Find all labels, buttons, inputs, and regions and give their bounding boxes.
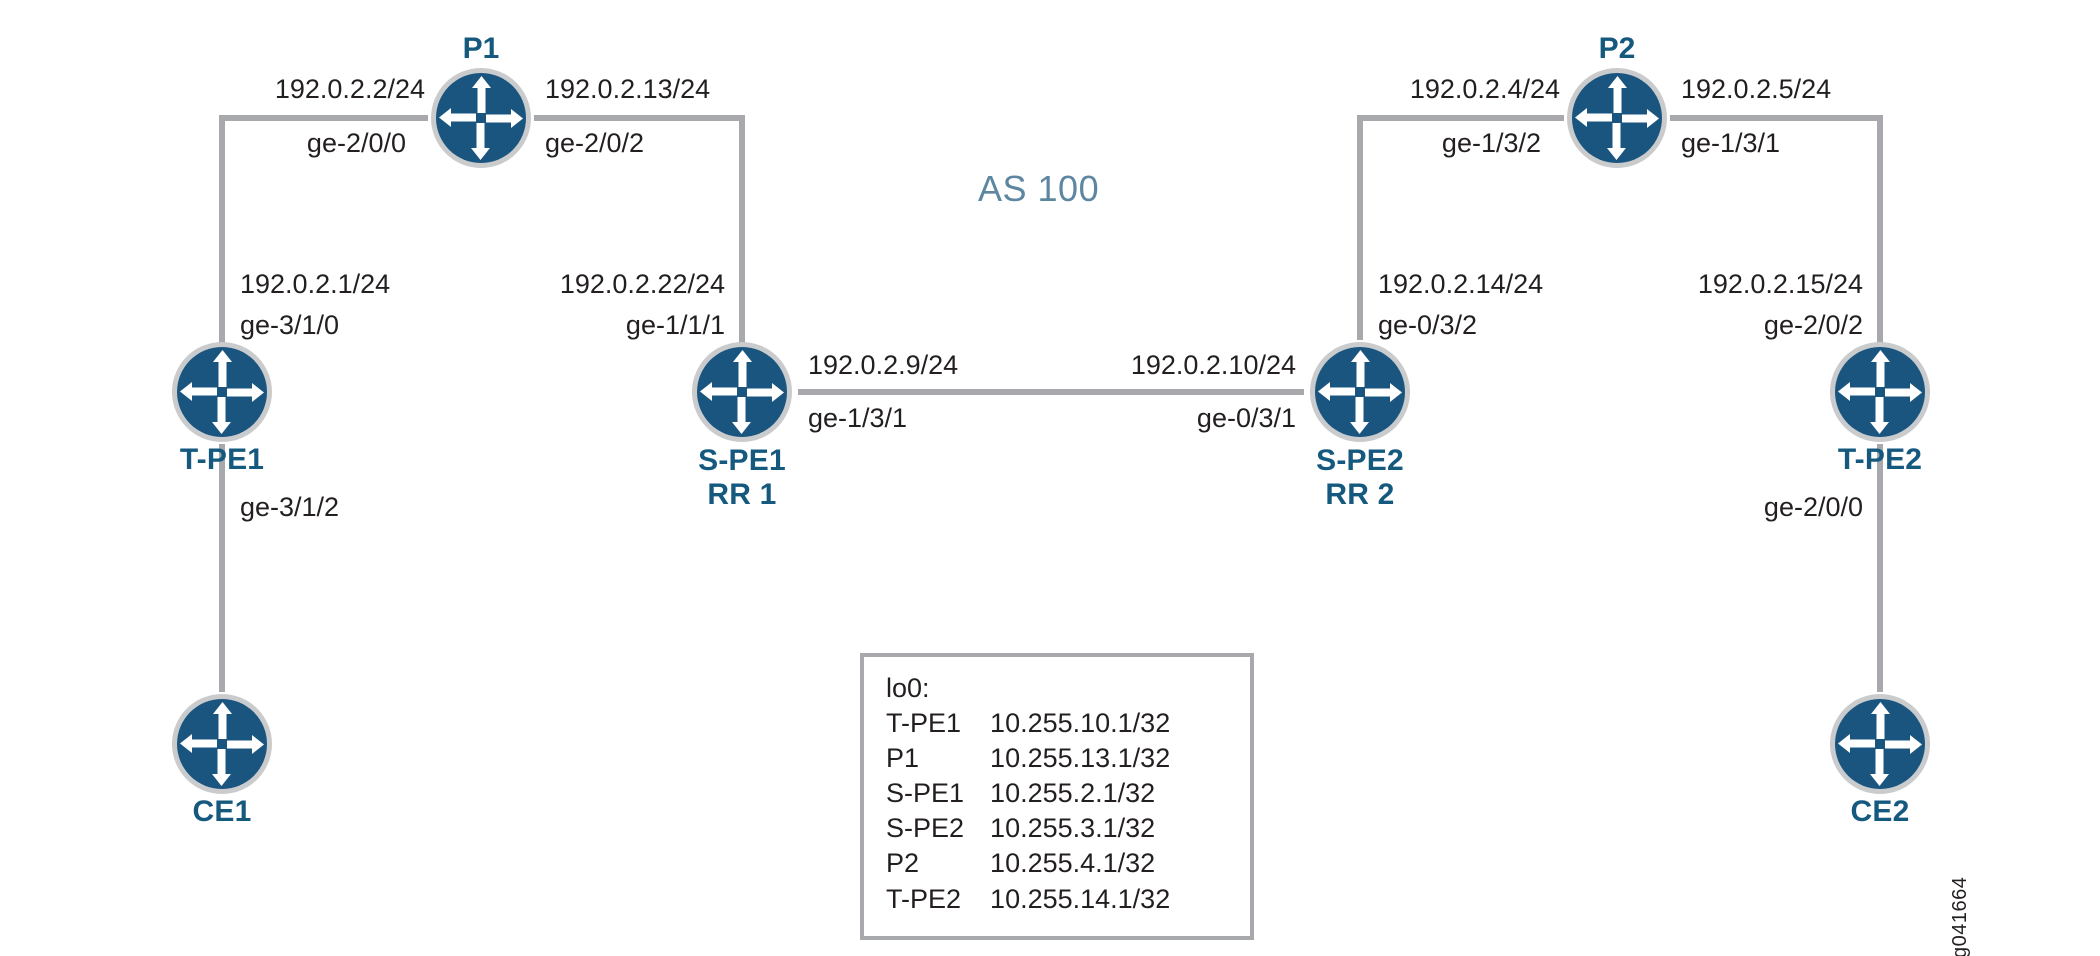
legend-row: T-PE2 10.255.14.1/32 bbox=[886, 882, 1170, 917]
iface-tpe2-down-port: ge-2/0/0 bbox=[1763, 492, 1863, 522]
figure-id-watermark: g041664 bbox=[1949, 876, 1971, 956]
legend-device-name: S-PE1 bbox=[886, 778, 965, 809]
iface-spe2-up-address: 192.0.2.14/24 bbox=[1378, 269, 1544, 299]
legend-loopback-address: 10.255.4.1/32 bbox=[990, 848, 1156, 879]
iface-tpe1-up-address: 192.0.2.1/24 bbox=[240, 269, 391, 299]
iface-spe2-up-port: ge-0/3/2 bbox=[1378, 310, 1478, 340]
node-p1[interactable]: P1 bbox=[429, 32, 533, 170]
iface-spe2-left-port: ge-0/3/1 bbox=[1196, 403, 1296, 433]
loopback-legend: lo0: T-PE1 10.255.10.1/32 P1 10.255.13.1… bbox=[860, 653, 1254, 940]
router-icon bbox=[1830, 342, 1930, 442]
legend-table: T-PE1 10.255.10.1/32 P1 10.255.13.1/32 S… bbox=[886, 706, 1170, 917]
legend-device-name: S-PE2 bbox=[886, 813, 965, 844]
legend-row: T-PE1 10.255.10.1/32 bbox=[886, 706, 1170, 741]
legend-loopback-address: 10.255.3.1/32 bbox=[990, 813, 1156, 844]
as-label: AS 100 bbox=[978, 168, 1100, 209]
router-icon bbox=[431, 68, 531, 168]
legend-row: P1 10.255.13.1/32 bbox=[886, 741, 1170, 776]
iface-tpe2-up-port: ge-2/0/2 bbox=[1763, 310, 1863, 340]
iface-spe2-left-address: 192.0.2.10/24 bbox=[1130, 350, 1296, 380]
legend-loopback-address: 10.255.13.1/32 bbox=[990, 743, 1171, 774]
iface-tpe1-down-port: ge-3/1/2 bbox=[240, 492, 340, 522]
iface-spe1-right-port: ge-1/3/1 bbox=[808, 403, 908, 433]
legend-device-name: P2 bbox=[886, 848, 920, 879]
router-icon bbox=[1830, 694, 1930, 794]
legend-row: P2 10.255.4.1/32 bbox=[886, 846, 1170, 881]
legend-table-body: T-PE1 10.255.10.1/32 P1 10.255.13.1/32 S… bbox=[886, 706, 1170, 917]
node-label-spe1: S-PE1 bbox=[698, 444, 786, 477]
router-icon bbox=[1567, 68, 1667, 168]
iface-p1-left-port: ge-2/0/0 bbox=[306, 128, 406, 158]
node-label-p1: P1 bbox=[462, 32, 500, 65]
node-tpe1[interactable]: T-PE1 bbox=[170, 340, 274, 476]
node-label-ce2: CE2 bbox=[1850, 795, 1910, 828]
node-tpe2[interactable]: T-PE2 bbox=[1828, 340, 1932, 476]
node-sublabel-spe1: RR 1 bbox=[707, 477, 777, 511]
router-icon bbox=[692, 342, 792, 442]
iface-p2-right-port: ge-1/3/1 bbox=[1681, 128, 1781, 158]
node-label-spe1-group: S-PE1 RR 1 bbox=[698, 444, 786, 511]
iface-p1-left-address: 192.0.2.2/24 bbox=[274, 74, 425, 104]
legend-loopback-address: 10.255.14.1/32 bbox=[990, 883, 1171, 914]
link-p1-spe1 bbox=[534, 115, 745, 392]
node-label-tpe2: T-PE2 bbox=[1837, 443, 1923, 476]
iface-tpe2-up-address: 192.0.2.15/24 bbox=[1697, 269, 1863, 299]
node-sublabel-spe2: RR 2 bbox=[1325, 477, 1395, 511]
iface-p1-right-address: 192.0.2.13/24 bbox=[545, 74, 711, 104]
node-label-p2: P2 bbox=[1598, 32, 1636, 65]
iface-spe1-up-address: 192.0.2.22/24 bbox=[559, 269, 725, 299]
link-tpe1-p1 bbox=[219, 115, 428, 392]
router-icon bbox=[172, 694, 272, 794]
node-label-tpe1: T-PE1 bbox=[179, 443, 265, 476]
legend-device-name: P1 bbox=[886, 743, 920, 774]
node-ce2[interactable]: CE2 bbox=[1828, 692, 1932, 828]
iface-p2-left-port: ge-1/3/2 bbox=[1441, 128, 1541, 158]
node-spe2[interactable]: S-PE2 RR 2 bbox=[1308, 340, 1412, 511]
iface-spe1-up-port: ge-1/1/1 bbox=[625, 310, 725, 340]
legend-loopback-address: 10.255.10.1/32 bbox=[990, 708, 1171, 739]
node-ce1[interactable]: CE1 bbox=[170, 692, 274, 828]
node-label-spe2: S-PE2 bbox=[1316, 444, 1404, 477]
legend-row: S-PE2 10.255.3.1/32 bbox=[886, 811, 1170, 846]
node-p2[interactable]: P2 bbox=[1565, 32, 1669, 170]
node-spe1[interactable]: S-PE1 RR 1 bbox=[690, 340, 794, 511]
iface-p2-left-address: 192.0.2.4/24 bbox=[1409, 74, 1560, 104]
legend-title: lo0: bbox=[886, 673, 930, 703]
router-icon bbox=[172, 342, 272, 442]
link-spe2-p2 bbox=[1357, 115, 1564, 340]
legend-row: S-PE1 10.255.2.1/32 bbox=[886, 776, 1170, 811]
link-p2-tpe2 bbox=[1670, 115, 1883, 392]
iface-p2-right-address: 192.0.2.5/24 bbox=[1681, 74, 1832, 104]
router-icon bbox=[1310, 342, 1410, 442]
legend-loopback-address: 10.255.2.1/32 bbox=[990, 778, 1156, 809]
iface-tpe1-up-port: ge-3/1/0 bbox=[240, 310, 340, 340]
node-label-ce1: CE1 bbox=[192, 795, 252, 828]
legend-device-name: T-PE1 bbox=[886, 708, 962, 739]
legend-device-name: T-PE2 bbox=[886, 883, 962, 914]
node-label-spe2-group: S-PE2 RR 2 bbox=[1316, 444, 1404, 511]
iface-p1-right-port: ge-2/0/2 bbox=[545, 128, 645, 158]
iface-spe1-right-address: 192.0.2.9/24 bbox=[808, 350, 959, 380]
